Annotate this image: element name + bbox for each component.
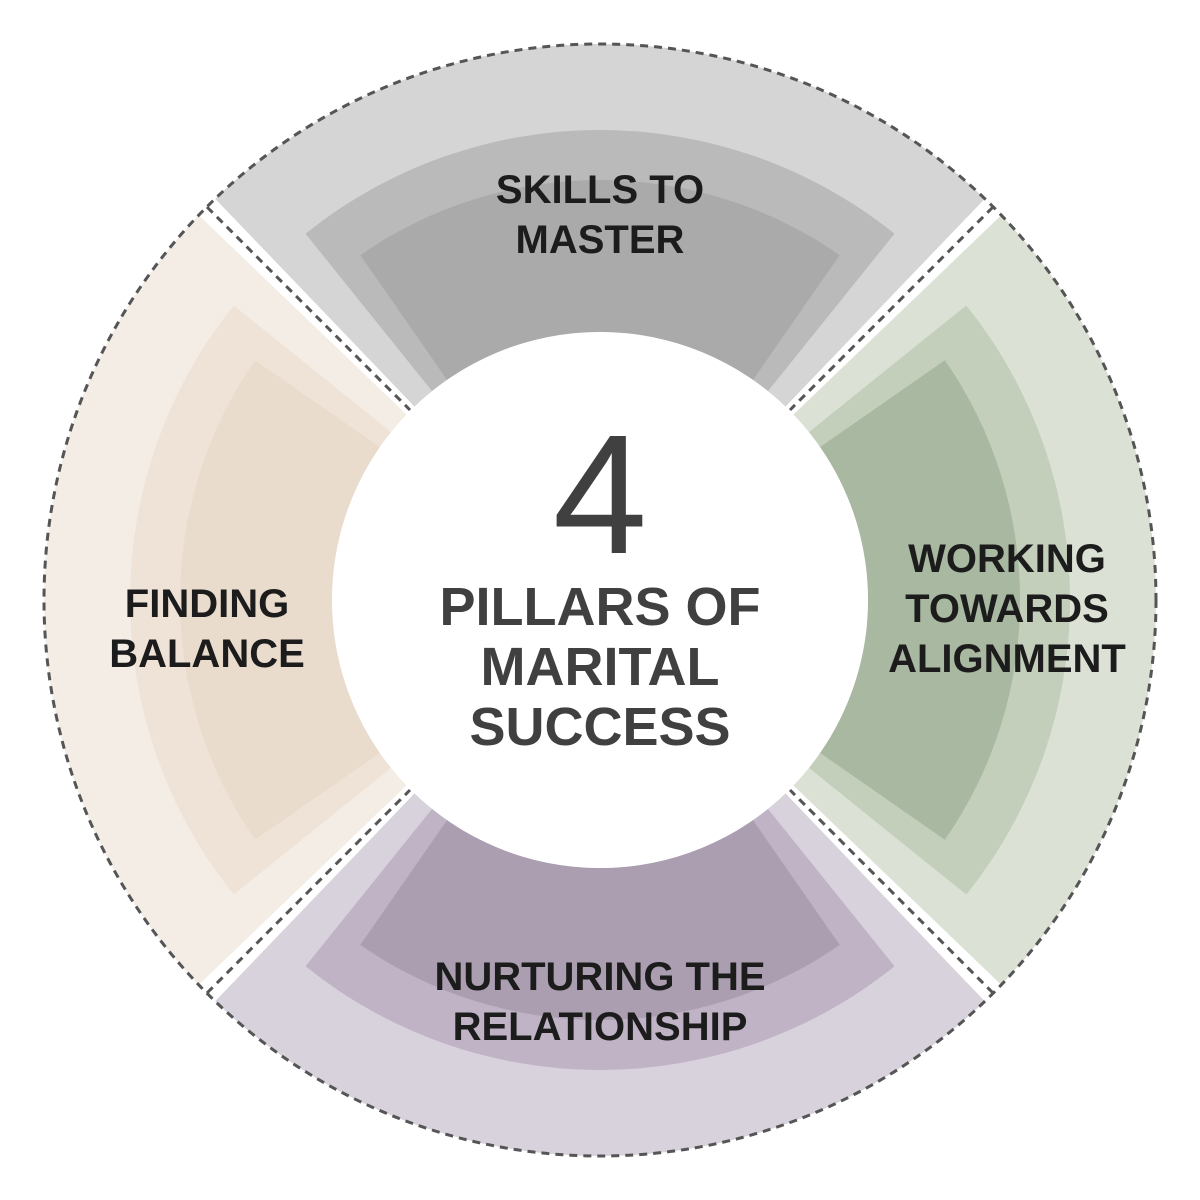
segment-skills-to-master [215,43,985,407]
segment-bottom-inner-band [360,820,840,1021]
segment-right-inner-band [820,360,1021,840]
label-balance-line-1: FINDING [125,582,289,626]
center-circle [332,332,868,868]
label-skills-line-1: SKILLS TO [496,168,704,212]
label-alignment-line-3: ALIGNMENT [888,637,1126,681]
label-alignment-line-1: WORKING [908,537,1106,581]
divider-bottom-left [205,788,412,995]
center-number: 4 [553,400,648,590]
segment-finding-balance [43,215,407,985]
center-title-line-3: SUCCESS [469,697,730,757]
divider-bottom-right [788,788,995,995]
segment-nurturing-the-relationship [215,793,985,1157]
label-nurturing-line-2: RELATIONSHIP [453,1005,748,1049]
label-balance-line-2: BALANCE [109,632,305,676]
segment-working-towards-alignment [793,215,1157,985]
outer-dashed-border [42,42,1158,1158]
divider-top-right [788,205,995,412]
center-title-line-2: MARITAL [481,637,720,697]
center-title-line-1: PILLARS OF [440,577,761,637]
label-nurturing-line-1: NURTURING THE [434,955,765,999]
segment-left-inner-band [179,360,380,840]
divider-top-left [205,205,412,412]
segment-top-inner-band [360,180,840,380]
label-skills-line-2: MASTER [516,218,685,262]
label-alignment-line-2: TOWARDS [905,587,1109,631]
